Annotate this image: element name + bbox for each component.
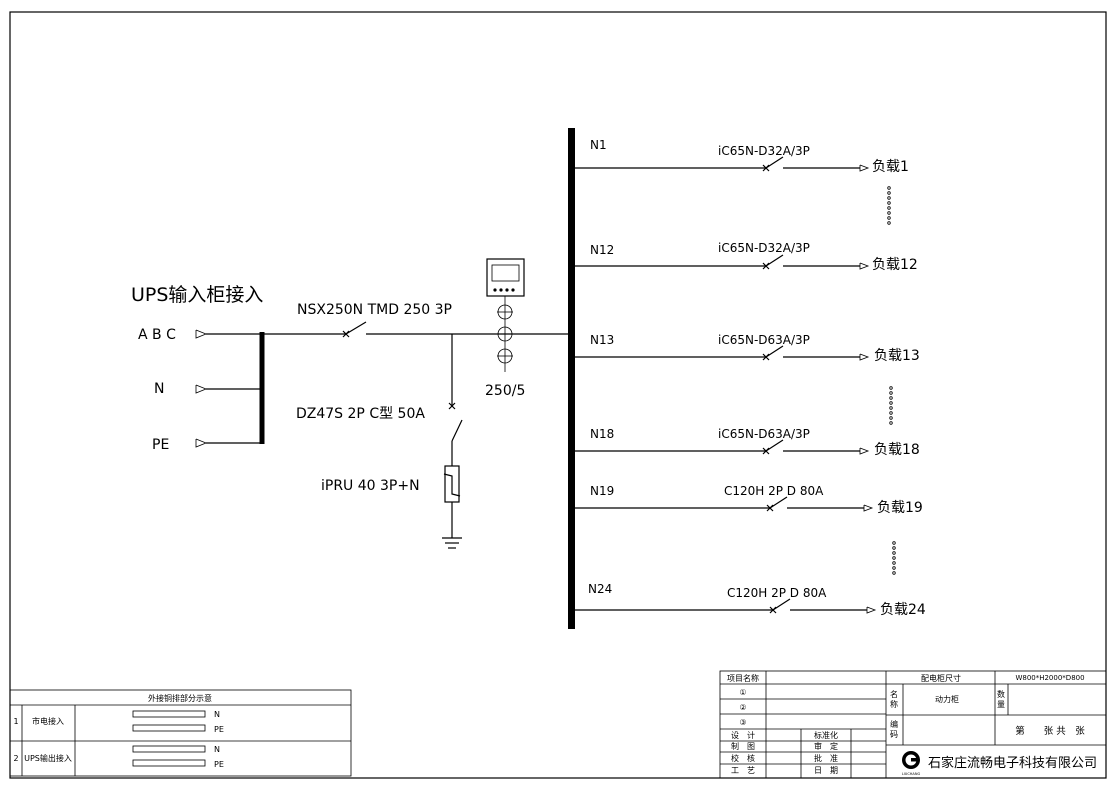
name-label-top: 名	[890, 689, 898, 699]
name-label-bottom: 称	[890, 699, 898, 709]
ct-ratio-label: 250/5	[485, 383, 525, 399]
legend-row-no: 2	[13, 754, 18, 763]
continuation-dots-1	[887, 186, 891, 225]
pe-terminal-label: PE	[152, 437, 169, 453]
qty-label-bottom: 量	[997, 700, 1005, 709]
company-name: 石家庄流畅电子科技有限公司	[928, 755, 1097, 771]
input-title: UPS输入柜接入	[131, 284, 263, 306]
feeder-id: N24	[588, 582, 612, 596]
n-terminal-label: N	[154, 381, 164, 397]
sheet-count: 第 张 共 张	[1015, 725, 1085, 737]
project-circle-3: ③	[739, 718, 746, 727]
feeder-n1: N1 iC65N-D32A/3P 负载1	[575, 138, 909, 175]
spd-breaker-symbol	[448, 402, 463, 442]
project-circle-1: ①	[739, 688, 746, 697]
terminal-arrows	[195, 329, 208, 448]
drawing-frame	[9, 11, 1107, 779]
qty-label-top: 数	[997, 689, 1005, 699]
n-terminal-arrow	[195, 384, 208, 394]
name-value: 动力柜	[935, 694, 959, 704]
legend-bar-label: PE	[214, 725, 224, 734]
feeder-id: N19	[590, 484, 614, 498]
abc-terminal-label: A B C	[138, 327, 176, 343]
draw-label: 制 图	[731, 741, 755, 751]
surge-protector-icon	[443, 465, 461, 503]
title-block	[719, 670, 1107, 779]
continuation-dots-2	[889, 386, 893, 425]
legend-bar-label: N	[214, 745, 220, 754]
feeder-load: 负载13	[874, 348, 920, 364]
feeder-n12: N12 iC65N-D32A/3P 负载12	[575, 241, 918, 273]
main-breaker-symbol	[342, 321, 367, 338]
feeder-id: N18	[590, 427, 614, 441]
feeder-load: 负载24	[880, 602, 926, 618]
cabinet-size-value: W800*H2000*D800	[1015, 674, 1084, 682]
spd-label: iPRU 40 3P+N	[321, 478, 420, 494]
current-transformer-icons	[497, 304, 513, 364]
code-label-bottom: 码	[890, 730, 898, 739]
feeder-breaker: iC65N-D63A/3P	[718, 427, 810, 441]
spd-breaker-label: DZ47S 2P C型 50A	[296, 406, 425, 422]
feeder-n24: N24 C120H 2P D 80A 负载24	[575, 582, 926, 618]
feeder-breaker: iC65N-D32A/3P	[718, 144, 810, 158]
feeder-breaker: iC65N-D32A/3P	[718, 241, 810, 255]
feeder-n18: N18 iC65N-D63A/3P 负载18	[575, 427, 920, 458]
continuation-dots-3	[892, 541, 896, 575]
legend-bar-label: N	[214, 710, 220, 719]
busbar-legend-table	[9, 689, 352, 777]
approve-label: 批 准	[814, 753, 838, 763]
date-label: 日 期	[814, 766, 838, 775]
feeder-id: N1	[590, 138, 607, 152]
legend-row-no: 1	[13, 717, 18, 726]
legend-row-name: UPS输出接入	[24, 753, 72, 763]
legend-bar-label: PE	[214, 760, 224, 769]
project-circle-2: ②	[739, 703, 746, 712]
legend-title: 外接铜排部分示意	[148, 693, 212, 703]
logo-text: LIUCHANG	[902, 772, 921, 776]
legend-row-name: 市电接入	[32, 716, 64, 726]
review-label: 审 定	[814, 741, 838, 751]
pe-terminal-arrow	[195, 438, 208, 448]
abc-terminal-arrow	[195, 329, 208, 339]
project-name-label: 项目名称	[727, 673, 759, 683]
feeder-breaker: C120H 2P D 80A	[724, 484, 824, 498]
feeder-breaker: iC65N-D63A/3P	[718, 333, 810, 347]
check-label: 校 核	[731, 753, 755, 763]
main-busbar	[568, 128, 575, 629]
feeder-n19: N19 C120H 2P D 80A 负载19	[575, 484, 923, 516]
feeder-breaker: C120H 2P D 80A	[727, 586, 827, 600]
craft-label: 工 艺	[731, 766, 755, 775]
feeder-n13: N13 iC65N-D63A/3P 负载13	[575, 333, 920, 364]
main-breaker-label: NSX250N TMD 250 3P	[297, 302, 452, 318]
ground-icon	[442, 537, 462, 549]
design-label: 设 计	[731, 730, 755, 740]
feeder-load: 负载12	[872, 257, 918, 273]
cabinet-size-label: 配电柜尺寸	[921, 673, 961, 683]
feeder-id: N12	[590, 243, 614, 257]
power-meter-icon	[486, 258, 525, 297]
standard-label: 标准化	[814, 730, 838, 740]
code-label-top: 编	[890, 719, 898, 729]
feeder-load: 负载19	[877, 500, 923, 516]
company-logo-icon: LIUCHANG	[902, 751, 921, 776]
feeder-load: 负载1	[872, 159, 909, 175]
feeder-load: 负载18	[874, 442, 920, 458]
feeder-id: N13	[590, 333, 614, 347]
